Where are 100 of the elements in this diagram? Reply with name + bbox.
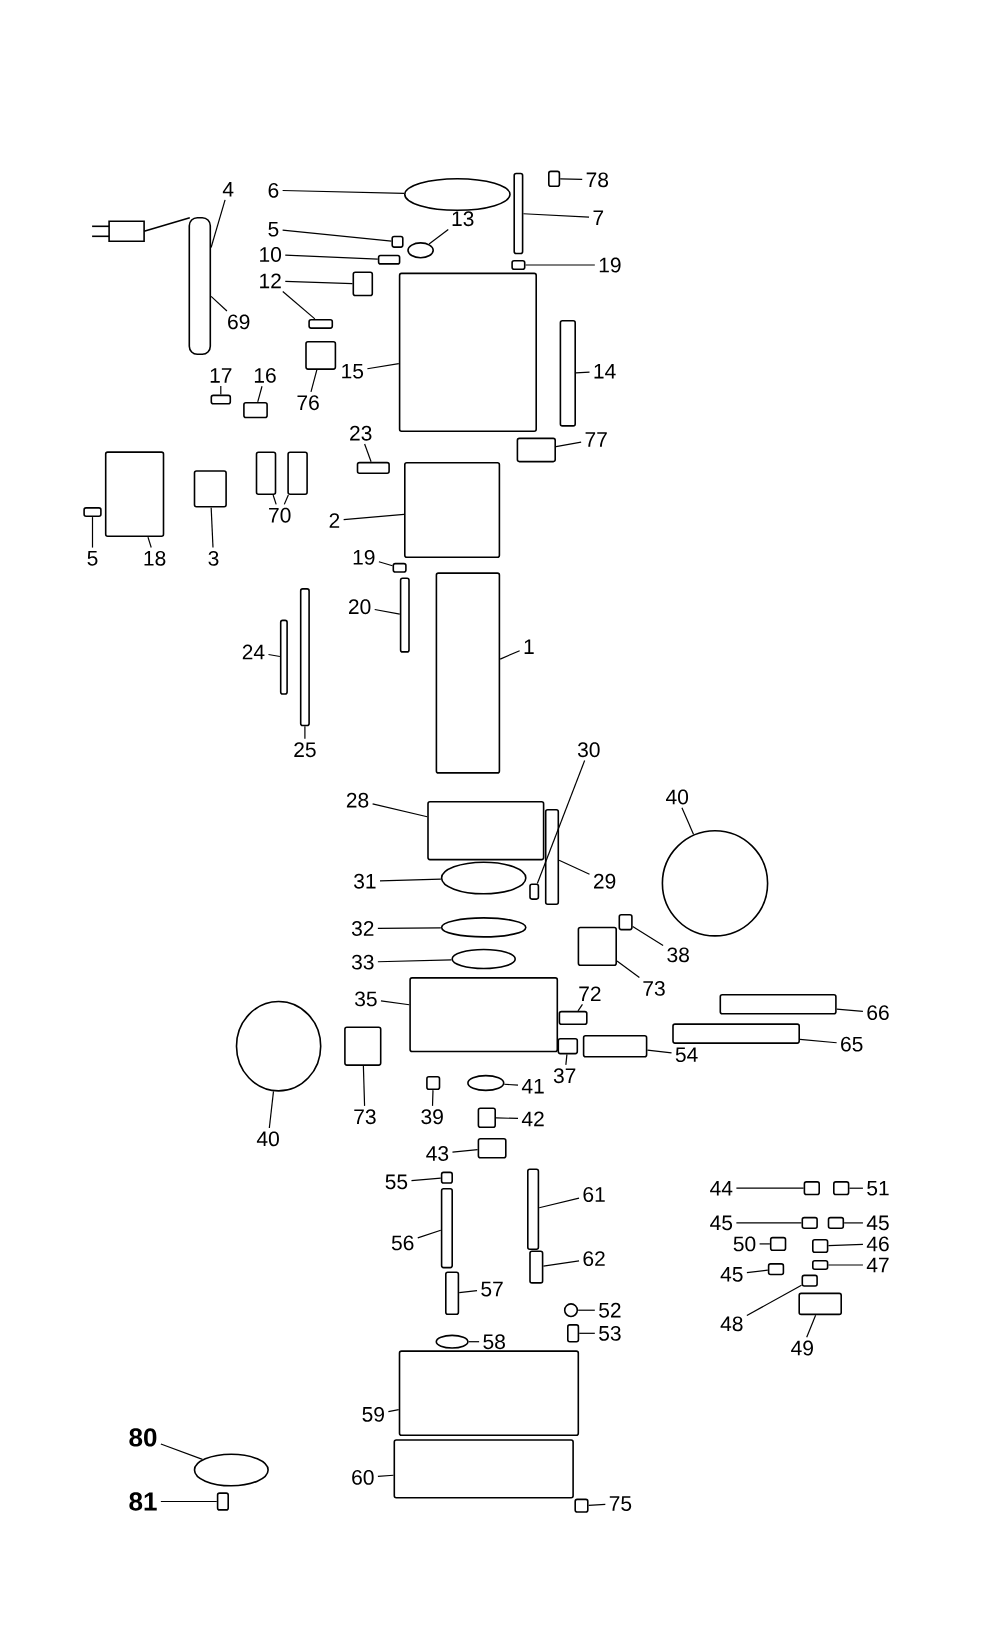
callout-number: 77 <box>585 432 607 447</box>
callout-number: 4 <box>222 182 234 197</box>
callout-number: 13 <box>452 211 474 227</box>
part-drawing <box>356 461 390 474</box>
leader-line <box>343 513 405 521</box>
part-drawing <box>719 993 837 1015</box>
callout-number: 39 <box>421 1109 443 1125</box>
part-drawing <box>398 1350 580 1437</box>
part-drawing <box>279 619 288 695</box>
part-drawing <box>827 1216 845 1229</box>
leader-line <box>282 229 392 242</box>
leader-line <box>380 1000 410 1006</box>
callout-number: 10 <box>260 247 282 262</box>
part-drawing <box>404 177 511 212</box>
callout-number: 50 <box>733 1236 756 1252</box>
part-drawing <box>548 170 561 187</box>
part-drawing <box>672 1023 800 1044</box>
leader-line <box>499 650 521 660</box>
part-drawing <box>352 271 374 297</box>
leader-line <box>451 1149 479 1153</box>
callout-number: 38 <box>667 947 689 963</box>
callout-number: 44 <box>710 1181 733 1196</box>
leader-line <box>735 1222 803 1224</box>
leader-line <box>377 927 442 929</box>
callout-number: 30 <box>577 742 600 758</box>
leader-line <box>377 959 453 963</box>
leader-line <box>555 441 582 448</box>
part-drawing <box>399 577 410 653</box>
leader-line <box>210 507 214 549</box>
callout-number: 18 <box>144 550 166 566</box>
part-drawing <box>511 260 526 270</box>
callout-number: 69 <box>228 314 250 330</box>
leader-line <box>284 280 354 285</box>
part-drawing <box>377 254 401 265</box>
part-drawing <box>544 808 560 906</box>
callout-number: 32 <box>351 921 374 936</box>
callout-number: 61 <box>583 1187 605 1202</box>
part-drawing <box>477 1137 507 1159</box>
callout-number: 7 <box>593 210 604 225</box>
leader-line <box>431 1089 434 1107</box>
leader-line <box>91 516 94 549</box>
part-drawing <box>769 1236 787 1251</box>
callout-number: 78 <box>586 172 609 188</box>
callout-number: 2 <box>329 513 340 528</box>
callout-number: 65 <box>841 1036 863 1052</box>
part-drawing <box>299 588 310 727</box>
leader-line <box>362 1065 366 1107</box>
part-drawing <box>440 861 527 895</box>
leader-line <box>220 385 222 396</box>
part-drawing <box>440 1188 453 1269</box>
leader-line <box>495 1117 519 1120</box>
part-drawing <box>216 1492 229 1511</box>
leader-line <box>542 1260 580 1267</box>
leader-line <box>210 199 226 249</box>
leader-line <box>522 213 590 218</box>
callout-number: 42 <box>521 1111 544 1127</box>
leader-line <box>366 363 400 370</box>
leader-line <box>267 653 281 658</box>
callout-number: 59 <box>362 1406 384 1422</box>
callout-number: 40 <box>666 789 689 805</box>
part-drawing <box>188 216 212 356</box>
leader-line <box>284 254 379 260</box>
callout-number: 57 <box>481 1281 503 1297</box>
leader-line <box>735 1187 805 1189</box>
callout-number: 52 <box>599 1302 621 1318</box>
leader-line <box>378 561 394 567</box>
callout-number: 40 <box>256 1131 279 1147</box>
part-drawing <box>833 1181 850 1196</box>
callout-number: 60 <box>352 1470 374 1485</box>
part-drawing <box>798 1292 842 1316</box>
callout-number: 1 <box>524 639 534 654</box>
leader-line <box>503 1083 519 1086</box>
leader-line <box>616 960 640 979</box>
leader-line <box>632 926 664 947</box>
part-drawing <box>801 1274 818 1287</box>
callout-number: 41 <box>521 1079 544 1094</box>
callout-number: 43 <box>426 1146 449 1161</box>
leader-line <box>575 371 591 374</box>
part-drawing <box>527 1168 540 1250</box>
callout-number: 5 <box>87 551 98 566</box>
callout-number: 45 <box>710 1215 733 1231</box>
leader-line <box>588 1503 606 1506</box>
part-drawing <box>255 451 277 495</box>
leader-line <box>310 369 318 393</box>
leader-line <box>147 536 152 549</box>
leader-line <box>282 290 316 320</box>
leader-line <box>272 494 277 505</box>
part-drawing <box>210 394 232 405</box>
callout-number: 49 <box>791 1340 813 1356</box>
part-drawing <box>407 242 434 259</box>
leader-line <box>417 1229 442 1239</box>
leader-line <box>160 1443 204 1460</box>
part-drawing <box>812 1260 829 1270</box>
part-drawing <box>582 1034 648 1058</box>
part-drawing <box>440 917 527 938</box>
part-drawing <box>426 1075 441 1091</box>
callout-number: 17 <box>210 368 232 383</box>
callout-number: 76 <box>297 395 319 411</box>
leader-line <box>559 178 583 181</box>
callout-number: 58 <box>483 1334 505 1350</box>
